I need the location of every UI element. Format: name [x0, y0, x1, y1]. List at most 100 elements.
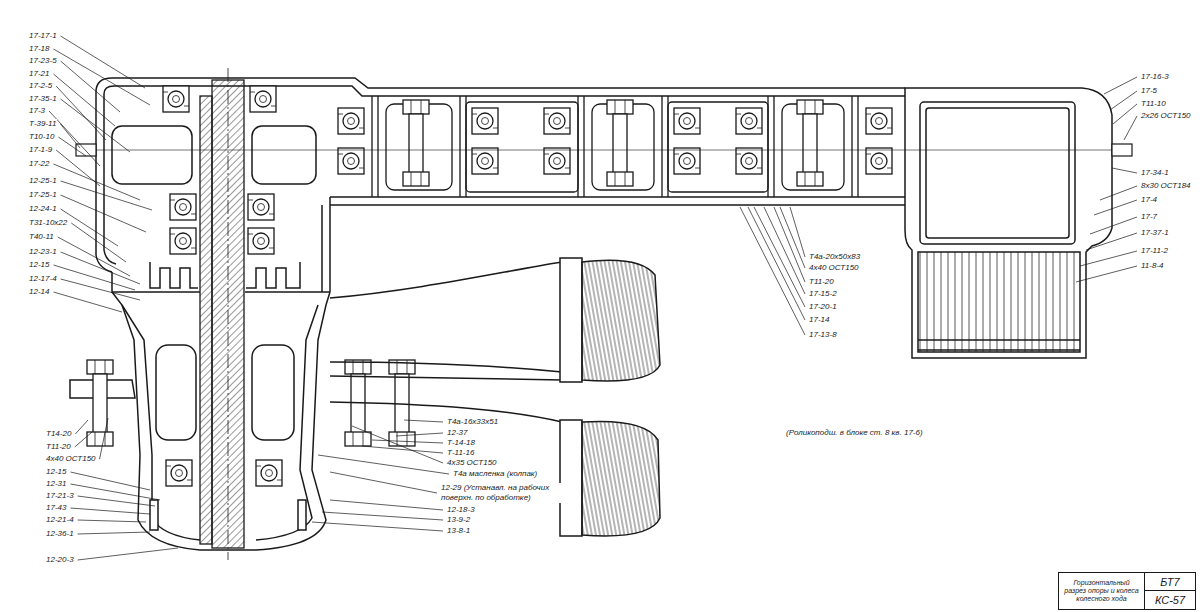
- leader-line: [372, 440, 443, 443]
- bearing: [250, 86, 276, 112]
- callout-number: Т4а-16х33х51: [446, 417, 499, 427]
- callout-number: 11-8-4: [1140, 261, 1165, 271]
- housing-outline: [322, 197, 330, 292]
- leader-line: [312, 522, 443, 531]
- title-text: КС-57: [1152, 592, 1188, 608]
- leader-line: [78, 520, 146, 522]
- callout-number: Т40-11: [28, 232, 55, 242]
- spring-cup: [918, 340, 1080, 350]
- callout-number: 17-37-1: [1140, 228, 1170, 238]
- leader-line: [100, 418, 108, 459]
- bearing: [544, 108, 570, 134]
- leader-line: [330, 472, 437, 493]
- callout-number: 17-14: [808, 315, 830, 325]
- tie-rod: [96, 150, 1112, 151]
- leader-line: [60, 124, 80, 148]
- callout-number: 2х26 ОСТ150: [1140, 111, 1192, 121]
- callout-number: 17-7: [1140, 212, 1158, 222]
- road-wheel: [330, 362, 562, 372]
- housing-outline: [252, 345, 294, 440]
- shaft: [200, 68, 244, 560]
- callout-number: 12-31: [45, 479, 67, 489]
- bearing: [736, 148, 762, 174]
- leader-line: [70, 472, 150, 490]
- housing-outline: [246, 262, 300, 288]
- bearing: [866, 148, 892, 174]
- bearing: [338, 148, 364, 174]
- callout-number: Т14-20: [45, 429, 72, 439]
- leader-line: [1090, 217, 1137, 234]
- leader-line: [362, 446, 443, 453]
- shaft: [228, 68, 229, 560]
- callout-number: Т-39-11: [28, 119, 57, 129]
- callout-number: 12-36-1: [45, 529, 75, 539]
- spring-cup: [905, 88, 1112, 358]
- callout-number: 12-23-1: [28, 247, 58, 257]
- callout-number: 17-20-1: [808, 302, 838, 312]
- callout-number: 12-15: [45, 467, 67, 477]
- leader-line: [61, 209, 118, 246]
- leader-line: [1080, 251, 1137, 266]
- callout-number: Т11-10: [1140, 99, 1167, 109]
- callout-number: Т11-20: [808, 277, 835, 287]
- bolt: [403, 100, 429, 186]
- bolt: [87, 100, 823, 446]
- leader-line: [53, 292, 122, 312]
- leader-line: [53, 164, 140, 200]
- bearing: [248, 194, 274, 220]
- callout-number: 4х40 ОСТ150: [808, 263, 860, 273]
- leader-line: [330, 500, 443, 510]
- bearing: [544, 148, 570, 174]
- housing-outline: [150, 262, 198, 288]
- road-wheel: [330, 262, 562, 298]
- leader-line: [70, 484, 160, 500]
- housing-outline: [96, 92, 116, 272]
- bolt: [797, 100, 823, 186]
- callout-number: 17-2-5: [28, 81, 53, 91]
- leader-line: [61, 61, 120, 112]
- callout-number: 17-35-1: [28, 94, 58, 104]
- callout-number: Т11-20: [45, 442, 72, 452]
- callout-number: 17-16-3: [1140, 72, 1170, 82]
- leader-line: [780, 207, 805, 268]
- road-wheel: [330, 258, 660, 536]
- callout-number: 17-25-1: [28, 190, 58, 200]
- housing-outline: [156, 345, 196, 440]
- spring-cup: [920, 102, 1075, 244]
- leader-line: [75, 432, 92, 447]
- housing-outline: [70, 78, 905, 550]
- callout-number: 17-22: [28, 159, 50, 169]
- callout-number: 17-5: [1140, 86, 1158, 96]
- callout-number: (Роликоподш. в блоке ст. 8 кв. 17-6): [785, 428, 924, 438]
- leader-line: [322, 512, 443, 520]
- title-text: БТ7: [1157, 574, 1182, 590]
- bearing: [170, 194, 196, 220]
- leader-line: [61, 279, 140, 300]
- callout-number: 12-25-1: [28, 176, 58, 186]
- bearing: [736, 108, 762, 134]
- leader-line: [58, 137, 86, 156]
- road-wheel: [560, 420, 582, 536]
- callout-number: 17-17-1: [28, 31, 58, 41]
- leader-line: [774, 207, 805, 282]
- callout-number: 12-15: [28, 260, 50, 270]
- callout-number: Т-11-16: [446, 448, 475, 458]
- callout-number: Т31-10х22: [28, 218, 68, 228]
- bearing: [163, 86, 189, 112]
- callout-number: 4х40 ОСТ150: [45, 454, 97, 464]
- title-block-cell: Горизонтальный разрез опоры и колеса кол…: [1058, 572, 1145, 610]
- callout-number: 17-23-5: [28, 56, 58, 66]
- callout-number: 12-17-4: [28, 274, 58, 284]
- leader-line: [1113, 104, 1137, 124]
- callout-number: Т10-10: [28, 132, 55, 142]
- leader-line: [352, 426, 443, 463]
- callout-number: 12-21-4: [45, 515, 75, 525]
- callout-number: 12-37: [446, 428, 468, 438]
- gear-compartment: [372, 96, 858, 197]
- callout-number: 17-43: [45, 503, 67, 513]
- housing-outline: [150, 500, 158, 530]
- bearing: [472, 108, 498, 134]
- leader-line: [748, 207, 805, 320]
